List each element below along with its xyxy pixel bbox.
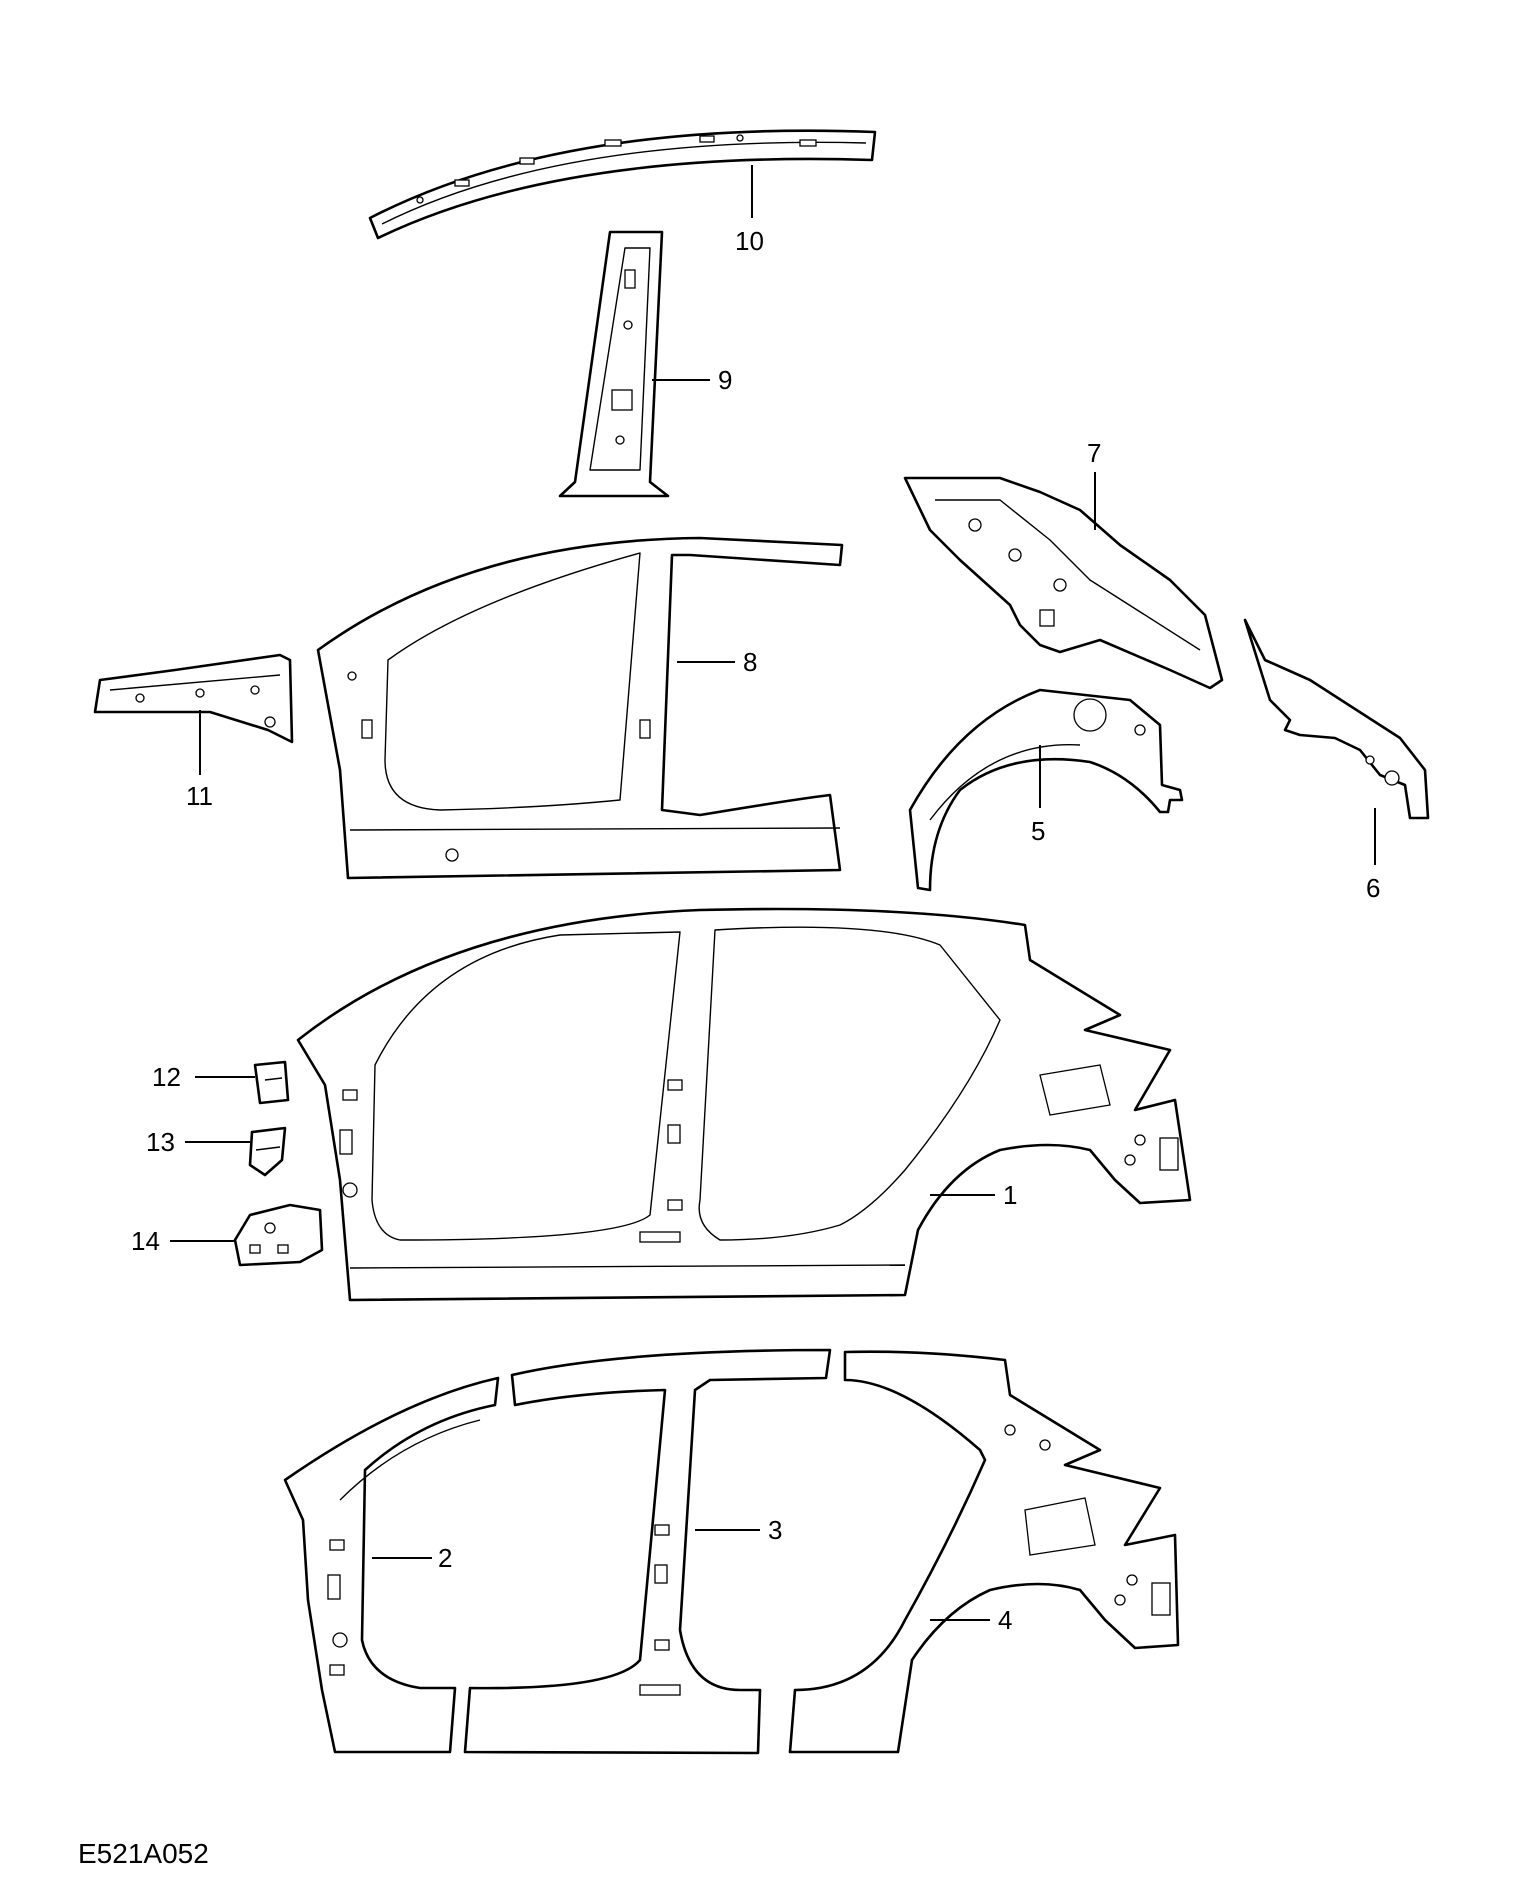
- callout-8: 8: [743, 647, 757, 677]
- callout-10: 10: [735, 226, 764, 256]
- callout-5: 5: [1031, 816, 1045, 846]
- callout-13: 13: [146, 1127, 175, 1157]
- part-13-bracket: [248, 1126, 287, 1177]
- part-9-b-pillar-reinforcement: [558, 230, 670, 498]
- callout-4: 4: [998, 1605, 1012, 1635]
- part-11-front-upper-rail: [93, 653, 294, 744]
- callout-6: 6: [1366, 873, 1380, 903]
- reference-code: E521A052: [78, 1838, 209, 1869]
- part-12-bracket: [253, 1060, 290, 1105]
- part-6-rear-quarter-extension: [1243, 618, 1430, 820]
- callout-11: 11: [186, 781, 213, 811]
- callout-9: 9: [718, 365, 732, 395]
- callout-12: 12: [152, 1062, 181, 1092]
- leader-lines: [170, 165, 1376, 1621]
- callout-labels: 10 9 8 11 7 5 6 1 12 13 14 2 3 4: [131, 226, 1380, 1635]
- part-10-roof-rail: [368, 129, 877, 240]
- part-3-b-pillar-section: [463, 1348, 832, 1755]
- callout-1: 1: [1003, 1180, 1017, 1210]
- part-5-rear-wheelhouse: [908, 688, 1184, 892]
- callout-2: 2: [438, 1543, 452, 1573]
- part-14-sill-bracket: [233, 1203, 324, 1267]
- callout-14: 14: [131, 1226, 160, 1256]
- part-8-inner-body-side: [316, 536, 844, 880]
- part-4-rear-quarter-panel: [788, 1350, 1180, 1754]
- callout-7: 7: [1087, 438, 1101, 468]
- part-7-rear-quarter-inner: [903, 476, 1224, 690]
- part-1-outer-body-side: [296, 907, 1192, 1302]
- callout-3: 3: [768, 1515, 782, 1545]
- part-2-front-section: [283, 1376, 500, 1754]
